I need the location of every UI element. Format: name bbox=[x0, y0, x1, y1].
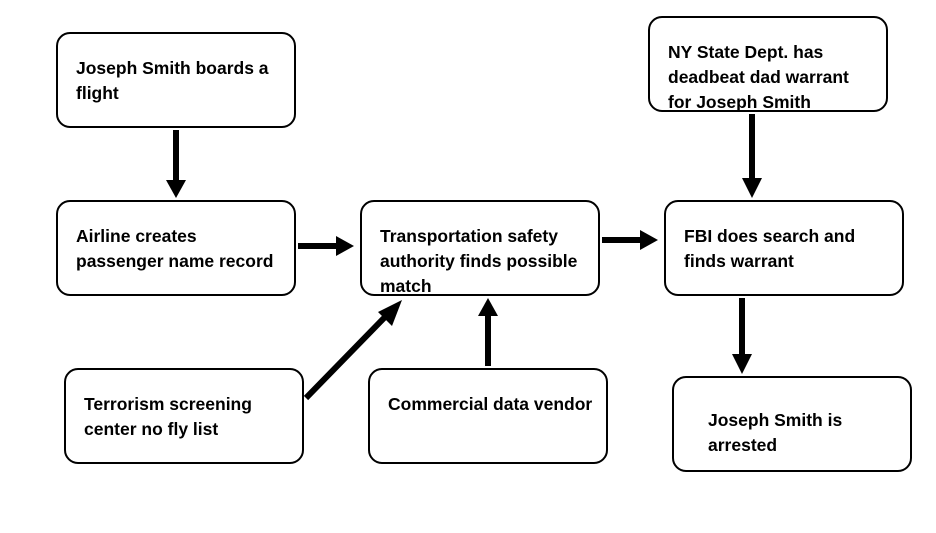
arrowhead-airline-to-tsa bbox=[336, 236, 354, 256]
node-text-line: NY State Dept. has bbox=[668, 42, 824, 62]
node-text-line: match bbox=[380, 276, 432, 296]
node-text-line: Transportation safety bbox=[380, 226, 558, 246]
node-terrorism-no-fly-list: Terrorism screening center no fly list bbox=[64, 368, 304, 464]
node-joseph-boards-flight: Joseph Smith boards a flight bbox=[56, 32, 296, 128]
node-tsa-finds-match: Transportation safety authority finds po… bbox=[360, 200, 600, 296]
arrowhead-tsa-to-fbi bbox=[640, 230, 658, 250]
node-text-line: Commercial data vendor bbox=[388, 394, 593, 414]
arrowhead-nystate-to-fbi bbox=[742, 178, 762, 198]
node-text-line: Terrorism screening bbox=[84, 394, 252, 414]
arrowhead-fbi-to-arrested bbox=[732, 354, 752, 374]
node-text-line: authority finds possible bbox=[380, 251, 578, 271]
arrow-terror-to-tsa bbox=[303, 313, 389, 401]
node-joseph-arrested: Joseph Smith is arrested bbox=[672, 376, 912, 472]
node-ny-state-warrant: NY State Dept. has deadbeat dad warrant … bbox=[648, 16, 888, 112]
node-commercial-data-vendor: Commercial data vendor bbox=[368, 368, 608, 464]
node-text-line: arrested bbox=[708, 435, 778, 455]
node-text-line: Joseph Smith is bbox=[708, 410, 843, 430]
node-text-line: Joseph Smith boards a bbox=[76, 58, 269, 78]
node-text-line: passenger name record bbox=[76, 251, 274, 271]
node-text-line: finds warrant bbox=[684, 251, 794, 271]
arrowhead-terror-to-tsa bbox=[378, 300, 402, 326]
node-fbi-finds-warrant: FBI does search and finds warrant bbox=[664, 200, 904, 296]
node-text-line: for Joseph Smith bbox=[668, 92, 811, 112]
node-text-line: center no fly list bbox=[84, 419, 219, 439]
node-airline-creates-record: Airline creates passenger name record bbox=[56, 200, 296, 296]
node-text-line: FBI does search and bbox=[684, 226, 856, 246]
arrowhead-boards-to-airline bbox=[166, 180, 186, 198]
node-text-line: flight bbox=[76, 83, 119, 103]
node-text-line: deadbeat dad warrant bbox=[668, 67, 849, 87]
node-text-line: Airline creates bbox=[76, 226, 197, 246]
arrowhead-vendor-to-tsa bbox=[478, 298, 498, 316]
